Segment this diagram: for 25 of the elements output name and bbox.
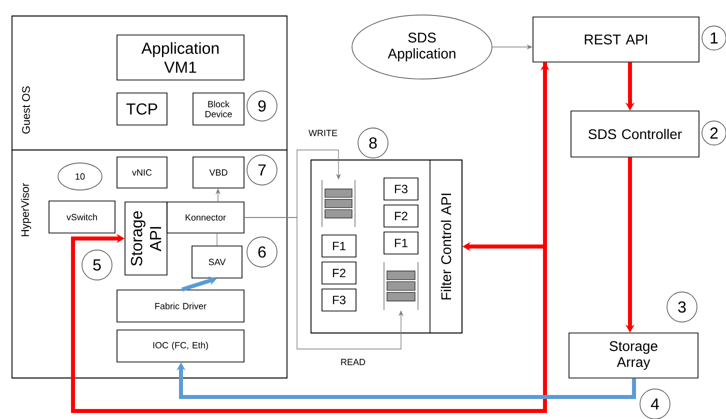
component-box: Block Device	[192, 92, 244, 126]
component-box: SDS Controller	[570, 110, 700, 158]
filter-box: F1	[384, 232, 418, 254]
filter-control-api-bar: Filter Control API	[430, 160, 462, 334]
component-box: Konnector	[166, 202, 244, 234]
filter-box: F3	[322, 288, 356, 312]
storage-api-box: Storage API	[124, 202, 168, 276]
component-box: vNIC	[116, 156, 168, 188]
component-box: SAV	[192, 246, 242, 278]
component-box: IOC (FC, Eth)	[116, 330, 244, 362]
component-box: Storage Array	[568, 332, 698, 378]
component-box: REST API	[532, 16, 700, 62]
component-box: TCP	[116, 92, 168, 126]
component-box: Fabric Driver	[116, 290, 244, 322]
component-box: vSwitch	[48, 200, 116, 234]
edge-label: READ	[340, 358, 366, 366]
queue-stack	[322, 180, 356, 228]
filter-box: F1	[322, 234, 356, 258]
component-box: Application VM1	[116, 34, 244, 80]
component-box: VBD	[192, 156, 244, 188]
queue-stack	[384, 262, 418, 310]
filter-box: F3	[384, 178, 418, 200]
filter-box: F2	[322, 262, 356, 284]
edge-label: WRITE	[308, 128, 338, 138]
filter-box: F2	[384, 204, 418, 228]
